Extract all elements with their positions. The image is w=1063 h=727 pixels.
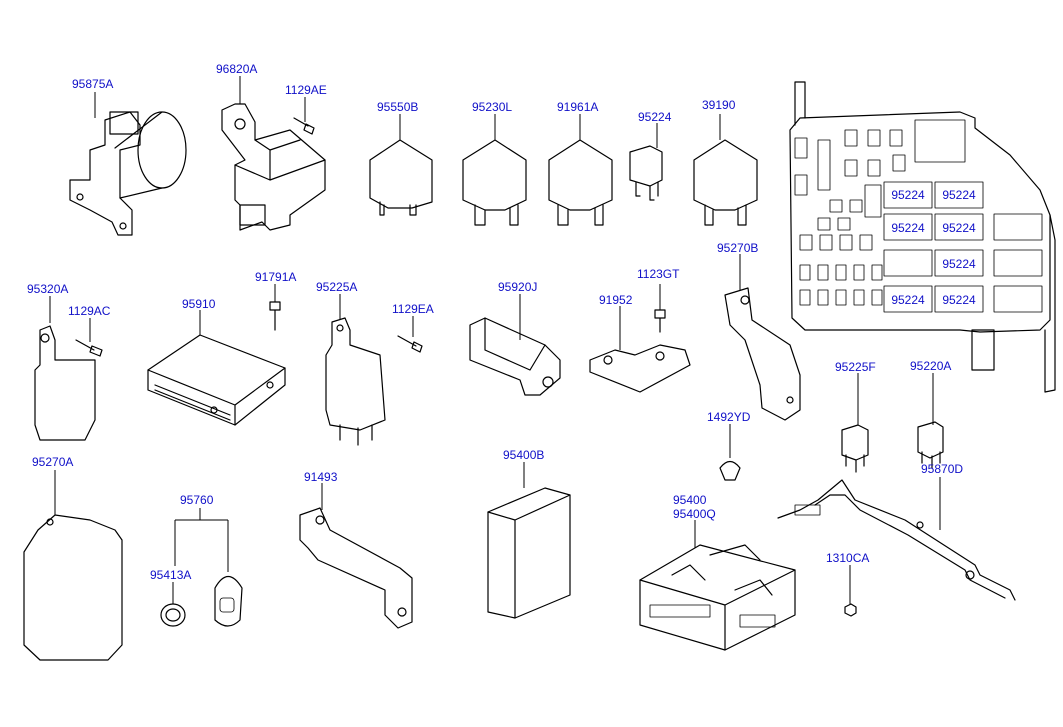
bolt-91791a-drawing (269, 301, 281, 331)
screw-1129ac-drawing (75, 339, 103, 357)
part-91493-drawing (299, 507, 413, 629)
part-label-91952[interactable]: 91952 (599, 293, 633, 307)
part-95910-drawing (147, 334, 286, 426)
fuse-box-label-95224[interactable]: 95224 (891, 293, 925, 307)
part-95550b-drawing (369, 139, 433, 216)
leader-lines (49, 76, 941, 605)
part-95270a-drawing (23, 514, 123, 661)
fuse-box-label-95224[interactable]: 95224 (891, 188, 925, 202)
fuse-box-label-95224[interactable]: 95224 (891, 221, 925, 235)
part-label-91961a[interactable]: 91961A (557, 100, 599, 114)
fuse-box-label-95224[interactable]: 95224 (942, 188, 976, 202)
part-95220a-drawing (917, 421, 944, 469)
part-label-95224[interactable]: 95224 (638, 110, 672, 124)
part-95224-drawing (629, 145, 663, 201)
part-label-95220a[interactable]: 95220A (910, 359, 952, 373)
part-95400b-drawing (487, 487, 571, 619)
part-label-95760[interactable]: 95760 (180, 493, 214, 507)
part-95875a-drawing (69, 111, 187, 236)
part-label-95875a[interactable]: 95875A (72, 77, 114, 91)
part-label-95270b[interactable]: 95270B (717, 241, 759, 255)
fuse-box-label-95224[interactable]: 95224 (942, 221, 976, 235)
part-label-1310ca[interactable]: 1310CA (826, 551, 870, 565)
part-95920j-drawing (469, 317, 561, 396)
part-95760-drawing (214, 575, 243, 627)
fuse-box-drawing (789, 81, 1056, 393)
part-label-95400b[interactable]: 95400B (503, 448, 545, 462)
part-95230l-drawing (462, 139, 527, 226)
part-label-91493[interactable]: 91493 (304, 470, 338, 484)
part-label-95225f[interactable]: 95225F (835, 360, 876, 374)
part-label-95320a[interactable]: 95320A (27, 282, 69, 296)
part-95225a-drawing (325, 317, 386, 446)
part-91961a-drawing (548, 139, 613, 226)
part-label-95230l[interactable]: 95230L (472, 100, 513, 114)
part-95320a-drawing (34, 325, 96, 441)
part-1492yd-drawing (719, 460, 741, 481)
part-95400-drawing (639, 544, 796, 651)
part-1310ca-drawing (844, 603, 857, 617)
part-label-39190[interactable]: 39190 (702, 98, 736, 112)
fuse-box-label-95224[interactable]: 95224 (942, 293, 976, 307)
fuse-box-label-95224[interactable]: 95224 (942, 257, 976, 271)
part-95870d-drawing (777, 479, 1016, 601)
part-label-95920j[interactable]: 95920J (498, 280, 538, 294)
part-label-95400[interactable]: 95400 (673, 493, 707, 507)
part-label-95413a[interactable]: 95413A (150, 568, 192, 582)
part-label-95910[interactable]: 95910 (182, 297, 216, 311)
part-label-1492yd[interactable]: 1492YD (707, 410, 751, 424)
part-label-1129ac[interactable]: 1129AC (68, 304, 111, 318)
part-label-1123gt[interactable]: 1123GT (637, 267, 680, 281)
part-91952-drawing (589, 344, 691, 393)
part-label-91791a[interactable]: 91791A (255, 270, 297, 284)
part-label-95550b[interactable]: 95550B (377, 100, 419, 114)
part-label-1129ae[interactable]: 1129AE (285, 83, 327, 97)
part-96820a-drawing (221, 103, 326, 231)
part-label-95870d[interactable]: 95870D (921, 462, 964, 476)
part-95225f-drawing (841, 424, 869, 473)
screw-1129ea-drawing (397, 335, 423, 353)
part-label-95270a[interactable]: 95270A (32, 455, 74, 469)
part-95270b-drawing (724, 287, 801, 421)
screw-1123gt-drawing (654, 309, 666, 333)
part-95413a-drawing (160, 603, 186, 627)
part-label-95225a[interactable]: 95225A (316, 280, 358, 294)
screw-1129ae-drawing (293, 117, 315, 135)
part-label-96820a[interactable]: 96820A (216, 62, 258, 76)
part-39190-drawing (693, 139, 758, 226)
part-label-95400q[interactable]: 95400Q (673, 507, 716, 521)
part-label-1129ea[interactable]: 1129EA (392, 302, 434, 316)
